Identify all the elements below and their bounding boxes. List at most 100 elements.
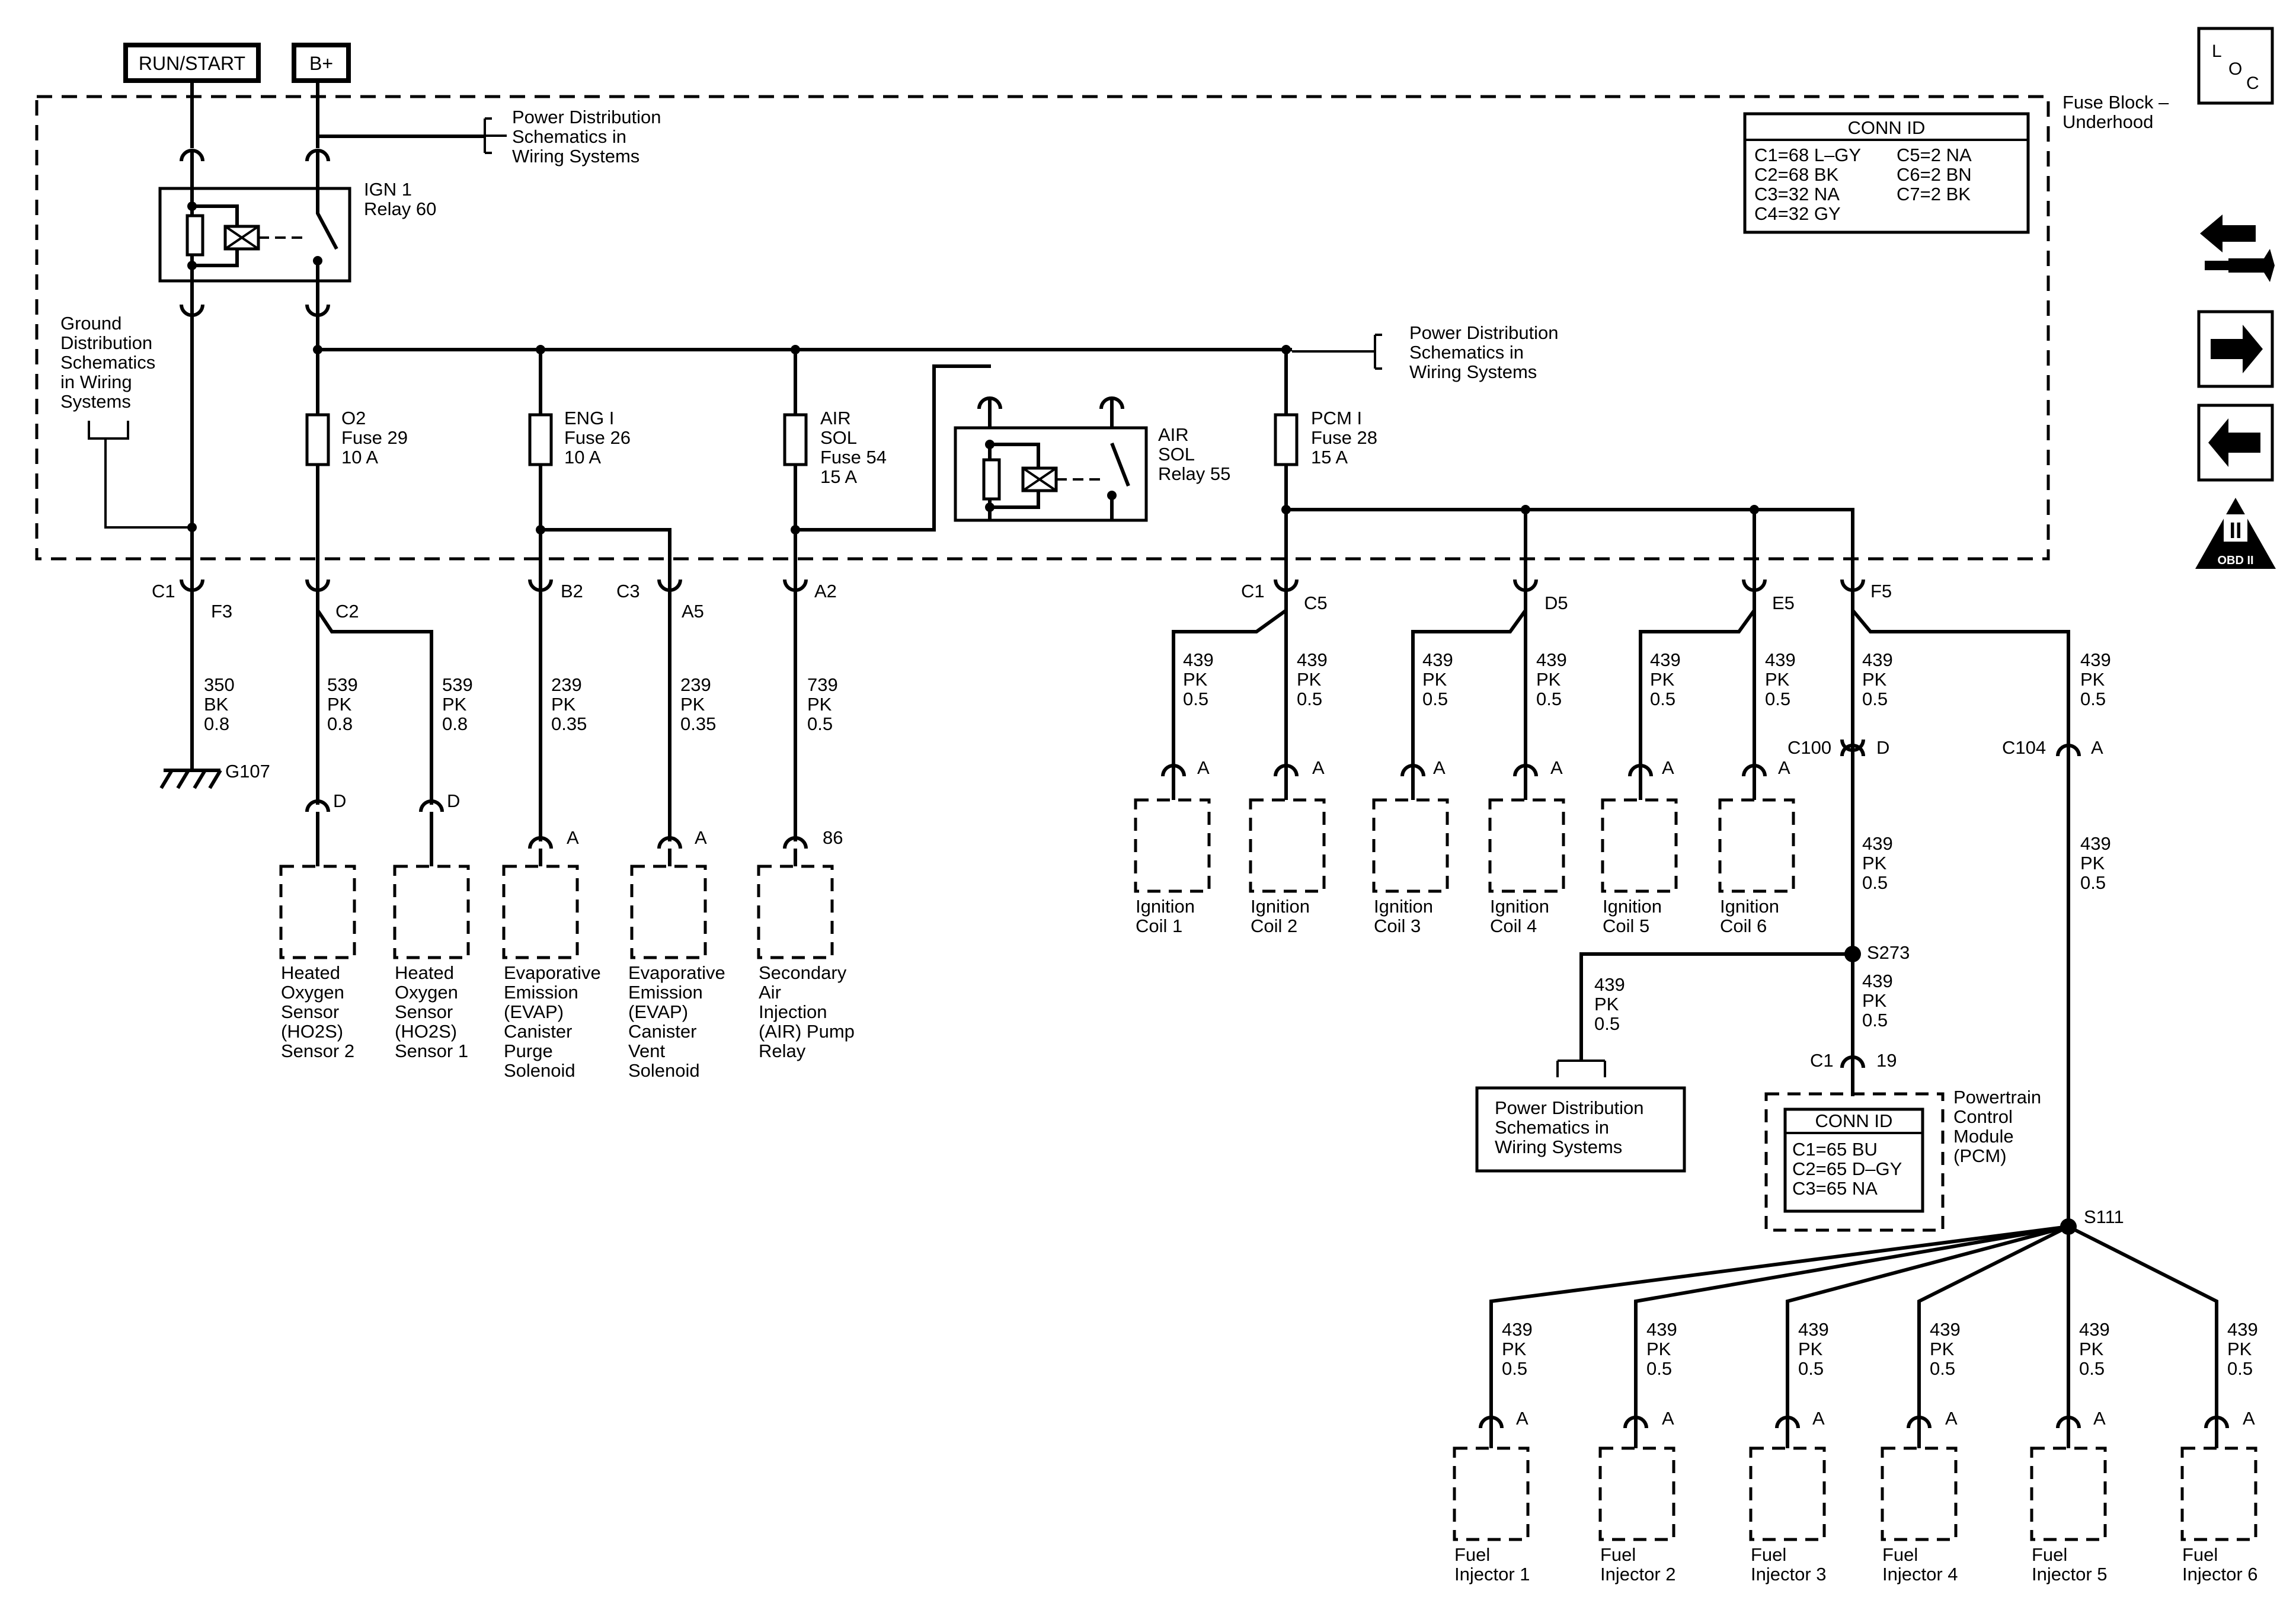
svg-text:PK: PK <box>551 694 576 715</box>
svg-text:0.5: 0.5 <box>1862 872 1888 893</box>
svg-text:0.5: 0.5 <box>1297 689 1322 709</box>
svg-text:Relay 55: Relay 55 <box>1158 463 1230 484</box>
power-distribution-ref-bottom: Power Distribution Schematics in Wiring … <box>1475 1086 1686 1173</box>
svg-text:B2: B2 <box>561 581 583 601</box>
svg-text:Power Distribution: Power Distribution <box>512 107 661 127</box>
injector-feed-wires <box>1489 1225 2218 1422</box>
next-page-arrow-icon[interactable] <box>2197 310 2274 388</box>
svg-text:A: A <box>1550 757 1563 778</box>
svg-text:AIR: AIR <box>1158 424 1189 445</box>
conn-id-table-fuse-block: CONN ID C1=68 L–GY C2=68 BK C3=32 NA C4=… <box>1743 112 2030 234</box>
svg-text:439: 439 <box>1930 1319 1961 1340</box>
svg-text:C5: C5 <box>1304 593 1328 613</box>
component-locator-icon[interactable] <box>2200 215 2275 282</box>
svg-text:PK: PK <box>2080 669 2105 690</box>
svg-text:Fuel: Fuel <box>2182 1544 2218 1565</box>
svg-text:Evaporative: Evaporative <box>504 962 601 983</box>
svg-text:0.5: 0.5 <box>1765 689 1790 709</box>
svg-text:A: A <box>1662 1408 1674 1429</box>
svg-text:0.5: 0.5 <box>1930 1358 1955 1379</box>
evap-canister-vent-solenoid <box>630 836 707 959</box>
svg-text:PK: PK <box>442 694 467 715</box>
svg-text:Schematics in: Schematics in <box>1495 1117 1609 1138</box>
svg-text:D: D <box>447 790 460 811</box>
svg-text:C4=32 GY: C4=32 GY <box>1754 203 1841 224</box>
svg-text:PK: PK <box>1502 1339 1527 1359</box>
svg-text:C1: C1 <box>152 581 175 601</box>
power-distribution-ref-mid: Power Distribution Schematics in Wiring … <box>1409 322 1559 382</box>
svg-text:A: A <box>2093 1408 2106 1429</box>
svg-text:Control: Control <box>1953 1106 2013 1127</box>
svg-text:0.8: 0.8 <box>327 713 353 734</box>
svg-text:19: 19 <box>1876 1050 1897 1071</box>
ground-distribution-ref: Ground Distribution Schematics in Wiring… <box>60 313 192 529</box>
svg-text:Fuel: Fuel <box>1751 1544 1786 1565</box>
svg-text:Fuel: Fuel <box>1454 1544 1490 1565</box>
svg-text:(PCM): (PCM) <box>1953 1145 2007 1166</box>
svg-text:A2: A2 <box>814 581 837 601</box>
previous-page-arrow-icon[interactable] <box>2197 404 2274 482</box>
svg-text:(HO2S): (HO2S) <box>281 1021 343 1042</box>
svg-text:439: 439 <box>1798 1319 1829 1340</box>
svg-text:Injector 2: Injector 2 <box>1600 1564 1676 1585</box>
ho2s-sensor-1 <box>393 799 470 959</box>
svg-text:F3: F3 <box>211 601 232 622</box>
svg-text:539: 539 <box>327 674 358 695</box>
connector-c104 <box>2056 744 2081 757</box>
svg-text:Schematics: Schematics <box>60 352 155 373</box>
svg-text:Fuel: Fuel <box>1882 1544 1918 1565</box>
svg-text:PK: PK <box>1862 853 1887 873</box>
fuel-injector-2 <box>1598 1416 1675 1541</box>
svg-text:L: L <box>2212 41 2222 61</box>
svg-text:539: 539 <box>442 674 473 695</box>
svg-text:439: 439 <box>2080 649 2111 670</box>
svg-text:0.5: 0.5 <box>1862 689 1888 709</box>
svg-text:739: 739 <box>807 674 838 695</box>
svg-text:0.8: 0.8 <box>442 713 468 734</box>
svg-text:Wiring Systems: Wiring Systems <box>1409 361 1537 382</box>
svg-text:Schematics in: Schematics in <box>512 126 626 147</box>
svg-text:AIR: AIR <box>820 408 851 428</box>
svg-text:C1: C1 <box>1810 1050 1834 1071</box>
svg-text:(EVAP): (EVAP) <box>504 1001 564 1022</box>
svg-text:Power Distribution: Power Distribution <box>1409 322 1559 343</box>
svg-text:439: 439 <box>1862 971 1893 991</box>
svg-text:C1: C1 <box>1241 581 1265 601</box>
svg-text:C1=65 BU: C1=65 BU <box>1792 1139 1878 1160</box>
svg-text:Powertrain: Powertrain <box>1953 1087 2041 1108</box>
svg-text:0.5: 0.5 <box>1502 1358 1527 1379</box>
svg-text:239: 239 <box>551 674 582 695</box>
svg-text:Module: Module <box>1953 1126 2014 1147</box>
svg-text:PK: PK <box>1798 1339 1823 1359</box>
svg-text:0.5: 0.5 <box>1650 689 1675 709</box>
svg-text:0.5: 0.5 <box>2080 689 2106 709</box>
ignition-coil-2 <box>1249 764 1326 893</box>
svg-text:439: 439 <box>1422 649 1453 670</box>
svg-text:Schematics in: Schematics in <box>1409 342 1524 363</box>
fuel-injector-1 <box>1453 1416 1530 1541</box>
svg-text:Ignition: Ignition <box>1136 896 1195 917</box>
svg-text:Injector 4: Injector 4 <box>1882 1564 1958 1585</box>
svg-text:0.5: 0.5 <box>1594 1013 1620 1034</box>
ignition-coil-3 <box>1372 764 1449 893</box>
ignition-coil-6 <box>1718 764 1795 893</box>
svg-text:PK: PK <box>2227 1339 2252 1359</box>
svg-text:PK: PK <box>1594 994 1619 1014</box>
svg-text:D: D <box>333 790 346 811</box>
svg-text:Coil 5: Coil 5 <box>1603 916 1649 936</box>
svg-text:439: 439 <box>1862 649 1893 670</box>
svg-text:Canister: Canister <box>628 1021 696 1042</box>
svg-text:Wiring Systems: Wiring Systems <box>512 146 639 167</box>
svg-text:D5: D5 <box>1544 593 1568 613</box>
obd-ii-icon[interactable]: II OBD II <box>2195 498 2276 569</box>
svg-text:C104: C104 <box>2002 737 2046 758</box>
fuse-air-sol-54 <box>783 413 808 466</box>
svg-text:A: A <box>2091 737 2103 758</box>
svg-text:S273: S273 <box>1867 942 1910 963</box>
svg-text:Power Distribution: Power Distribution <box>1495 1097 1644 1118</box>
location-icon[interactable]: L O C <box>2197 27 2274 105</box>
svg-text:(EVAP): (EVAP) <box>628 1001 688 1022</box>
svg-text:A: A <box>1812 1408 1825 1429</box>
svg-text:Ignition: Ignition <box>1374 896 1433 917</box>
powertrain-control-module: CONN ID C1=65 BU C2=65 D–GY C3=65 NA <box>1764 1092 1945 1232</box>
